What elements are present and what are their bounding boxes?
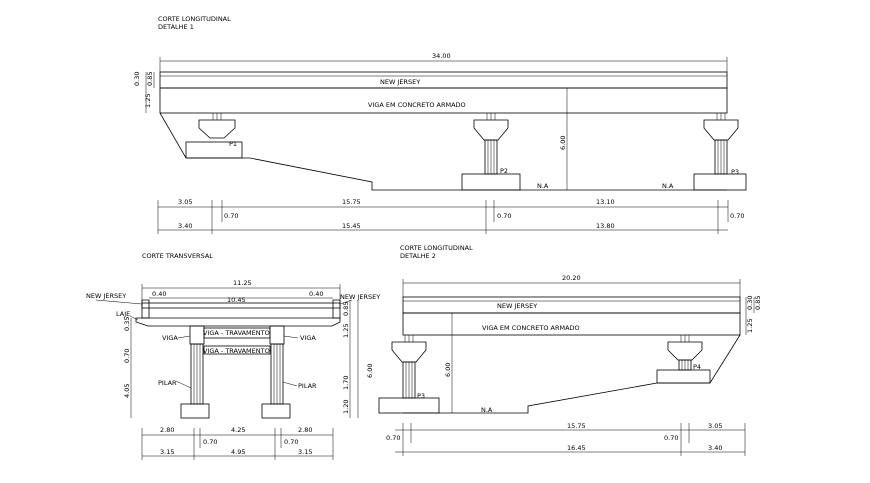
pier-p1-label: P1 <box>229 140 237 148</box>
section2-row2-b: 4.95 <box>231 448 245 456</box>
section-longitudinal-detail-2: CORTE LONGITUDINAL DETALHE 2 20.20 NEW J… <box>378 244 762 456</box>
section3-dim-top2: 0.85 <box>754 296 762 310</box>
section1-row1-b: 15.75 <box>342 198 361 206</box>
girder-right <box>269 325 285 345</box>
section1-new-jersey-label: NEW JERSEY <box>380 78 420 86</box>
section1-gap-b: 0.70 <box>497 212 511 220</box>
pier-p3-detail2: P3 <box>378 335 440 414</box>
section1-row2-c: 13.80 <box>596 222 615 230</box>
section2-right-dim-b: 1.25 <box>342 324 350 338</box>
section1-na-2: N.A <box>662 182 674 190</box>
footing-right <box>261 403 291 419</box>
section2-left-dim-b: 0.70 <box>123 349 131 363</box>
section1-row1-a: 3.05 <box>178 198 192 206</box>
section-longitudinal-detail-1: CORTE LONGITUDINAL DETALHE 1 34.00 NEW J… <box>133 15 747 234</box>
section2-right-dim-a: 0.85 <box>342 302 350 316</box>
section3-total-length: 20.20 <box>562 274 581 282</box>
section2-height: 6.00 <box>366 364 374 378</box>
section2-edge-left: 0.40 <box>152 290 166 298</box>
section2-viga-right: VIGA <box>300 334 316 342</box>
new-jersey-band-2 <box>402 296 741 314</box>
section3-subtitle: DETALHE 2 <box>400 252 436 260</box>
section1-gap-c: 0.70 <box>730 212 744 220</box>
section2-new-jersey-left: NEW JERSEY <box>86 292 126 300</box>
section2-gap-a: 0.70 <box>203 438 217 446</box>
section3-new-jersey-label: NEW JERSEY <box>497 302 537 310</box>
section1-beam-label: VIGA EM CONCRETO ARMADO <box>368 101 466 109</box>
cross-beam-top <box>203 327 271 339</box>
section2-right-dim-c: 1.70 <box>342 376 350 390</box>
section2-pilar-right: PILAR <box>298 382 317 390</box>
section2-inner-width: 10.45 <box>227 296 246 304</box>
girder-left <box>189 325 205 345</box>
section1-total-length: 34.00 <box>432 52 451 60</box>
section2-total-width: 11.25 <box>233 279 252 287</box>
section1-row1-c: 13.10 <box>596 198 615 206</box>
section2-left-dim-c: 4.05 <box>123 384 131 398</box>
section1-gap-a: 0.70 <box>224 212 238 220</box>
section3-dim-top: 0.30 <box>746 296 754 310</box>
section2-travamento-top: VIGA - TRAVAMENTO <box>203 329 270 337</box>
section1-dim-top2: 0.85 <box>146 72 154 86</box>
section2-viga-left: VIGA <box>162 334 178 342</box>
footing-left <box>180 403 210 419</box>
section1-height: 6.00 <box>559 136 567 150</box>
terrain-line-2 <box>403 334 741 414</box>
section2-row2-c: 3.15 <box>298 448 312 456</box>
section2-row1-c: 2.80 <box>298 426 312 434</box>
section3-height: 6.00 <box>444 363 452 377</box>
pier-p2: P2 <box>461 113 521 191</box>
section3-na: N.A <box>481 406 493 414</box>
section3-title: CORTE LONGITUDINAL <box>400 244 473 252</box>
section3-row2-b: 3.40 <box>708 444 722 452</box>
section2-row1-a: 2.80 <box>160 426 174 434</box>
pier-p3-label: P3 <box>731 168 739 176</box>
section3-row2-a: 16.45 <box>567 444 586 452</box>
new-jersey-band <box>159 71 728 89</box>
section2-travamento-bottom: VIGA - TRAVAMENTO <box>203 347 270 355</box>
terrain-line <box>159 112 727 191</box>
section-transversal: CORTE TRANSVERSAL 11.25 0.40 0.40 10.45 … <box>86 252 380 460</box>
section2-title: CORTE TRANSVERSAL <box>142 252 213 260</box>
section3-gap-a: 0.70 <box>386 434 400 442</box>
cross-beam-bottom <box>203 345 271 355</box>
deck-slab <box>135 317 341 327</box>
pier-p3-detail2-label: P3 <box>417 392 425 400</box>
section1-row2-b: 15.45 <box>342 222 361 230</box>
section2-row2-a: 3.15 <box>160 448 174 456</box>
reinforced-concrete-beam <box>159 87 728 114</box>
section2-right-dim-d: 1.20 <box>342 400 350 414</box>
section3-row1-b: 3.05 <box>708 422 722 430</box>
pier-p3: P3 <box>693 113 747 191</box>
section2-laje-label: LAJE <box>116 310 130 318</box>
section1-title: CORTE LONGITUDINAL <box>158 15 231 23</box>
section2-row1-b: 4.25 <box>231 426 245 434</box>
section1-subtitle: DETALHE 1 <box>158 23 194 31</box>
section2-left-dim-a: 0.35 <box>123 317 131 331</box>
section1-row2-a: 3.40 <box>178 222 192 230</box>
section2-pilar-left: PILAR <box>158 379 177 387</box>
section2-gap-b: 0.70 <box>284 438 298 446</box>
section1-dim-mid: 1.25 <box>144 94 152 108</box>
section3-beam-label: VIGA EM CONCRETO ARMADO <box>482 324 580 332</box>
reinforced-concrete-beam-2 <box>402 312 741 336</box>
pier-p2-label: P2 <box>500 167 508 175</box>
section3-row1-a: 15.75 <box>567 422 586 430</box>
section3-dim-mid: 1.25 <box>746 319 754 333</box>
section3-gap-b: 0.70 <box>664 434 678 442</box>
section1-dim-top: 0.30 <box>133 72 141 86</box>
pier-p1: P1 <box>185 113 243 159</box>
section2-new-jersey-right: NEW JERSEY <box>340 293 380 301</box>
section2-edge-right: 0.40 <box>309 290 323 298</box>
pier-p4-label: P4 <box>693 363 701 371</box>
pier-p4: P4 <box>656 335 711 384</box>
section1-na-1: N.A <box>537 182 549 190</box>
